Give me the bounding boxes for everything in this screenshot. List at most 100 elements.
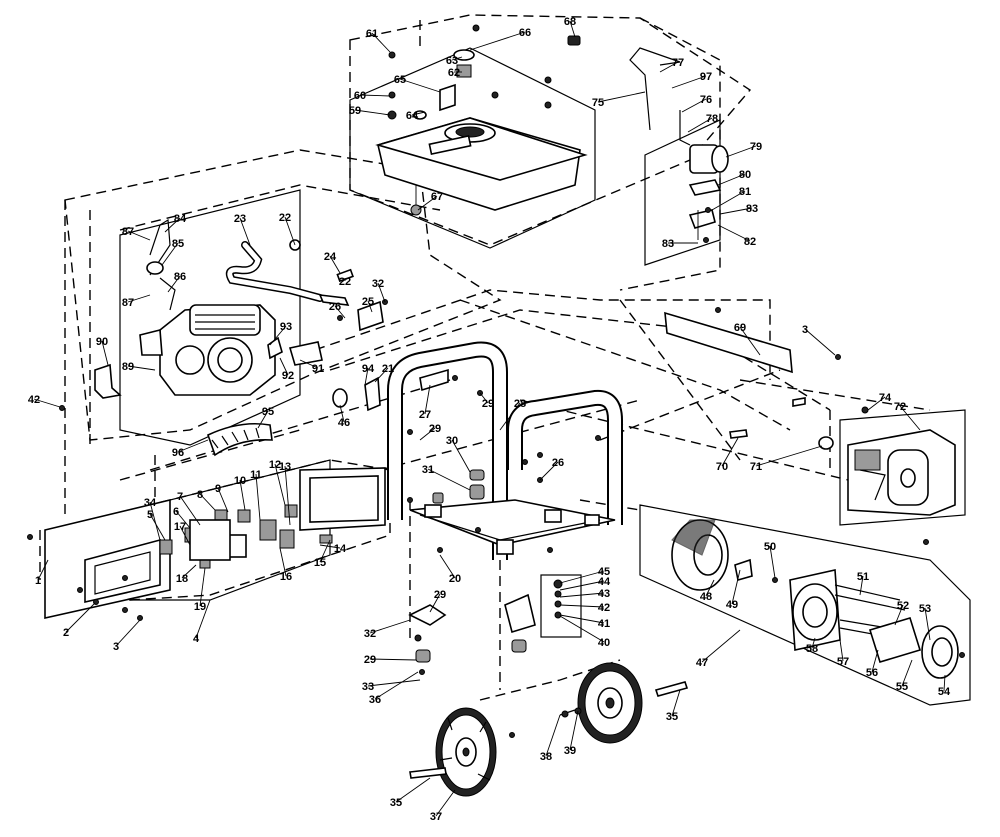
alternator-assembly [671,519,959,679]
callout-leader-line [839,639,844,662]
part-number-label: 34 [144,497,157,509]
part-number-label: 76 [700,94,712,106]
callout-leader-line [367,679,421,687]
callout-leader-line [559,604,605,608]
part-number-label: 53 [919,603,931,615]
muffler-detail-box [839,409,966,526]
callout-leader-line [569,710,579,751]
part-number-label: 89 [122,361,134,373]
callout-leader-line [725,145,757,158]
callout-leader-line [179,525,191,546]
part-number-label: 94 [362,363,375,375]
callout-leader-line [671,689,681,717]
part-number-label: 90 [96,336,108,348]
control-panel [44,467,386,619]
part-number-label: 4 [193,633,200,645]
callout-leader-line [597,91,646,103]
callout-leader-line [569,20,576,38]
part-number-label: 28 [514,398,526,410]
part-number-label: 68 [564,16,576,28]
part-number-label: 78 [706,113,718,125]
part-number-label: 91 [312,363,324,375]
callout-leader-line [559,592,605,598]
part-number-label: 22 [279,212,291,224]
part-number-label: 57 [837,656,849,668]
callout-leader-line [371,32,391,53]
part-number-label: 37 [430,811,442,823]
part-number-label: 46 [338,417,350,429]
callout-leader-line [755,445,823,467]
part-number-label: 29 [364,654,376,666]
callout-leader-line [705,579,715,597]
part-number-label: 30 [446,435,458,447]
callout-leader-line [559,570,605,584]
callout-leader-line [299,359,319,369]
callout-leader-line [354,109,391,116]
part-number-label: 55 [896,681,908,693]
part-number-label: 75 [592,97,604,109]
part-number-label: 35 [390,797,402,809]
part-number-label: 35 [666,711,678,723]
callout-leader-line [399,78,441,93]
part-number-label: 32 [372,278,384,290]
callout-leader-line [899,405,921,431]
part-number-label: 65 [394,74,406,86]
callout-leader-line [149,501,161,541]
part-number-label: 70 [716,461,728,473]
part-number-label: 25 [362,296,374,308]
callout-leader-line [364,367,369,386]
engine-block [139,304,276,396]
callout-leader-line [127,294,151,303]
part-number-label: 19 [194,601,206,613]
support-rail [664,311,793,374]
part-number-label: 38 [540,751,552,763]
alternator-detail-box [639,504,971,706]
wheel-left [435,707,497,797]
callout-leader-line [199,493,216,511]
callout-leader-line [179,495,201,526]
part-number-label: 39 [564,745,576,757]
callout-leader-line [149,513,166,541]
callout-leader-line [329,255,341,274]
part-number-label: 21 [382,363,394,375]
support-bracket [408,604,447,626]
callout-leader-line [65,602,96,633]
part-number-label: 42 [28,394,40,406]
callout-leader-line [469,31,526,51]
callout-leader-line [374,367,389,383]
callout-leader-line [319,544,341,549]
callout-leader-line [717,173,746,186]
callout-leader-line [239,217,251,246]
callout-leader-line [871,649,879,673]
part-number-label: 5 [147,509,153,521]
part-number-label: 82 [744,236,756,248]
callout-leader-line [161,242,179,266]
callout-leader-line [671,75,707,89]
part-number-label: 80 [739,169,751,181]
callout-leader-line [374,671,419,700]
part-number-label: 26 [552,457,564,469]
part-number-label: 29 [482,398,494,410]
part-number-label: 61 [366,28,378,40]
callout-leader-line [284,465,291,526]
callout-leader-line [769,545,776,579]
part-number-label: 92 [282,370,294,382]
callout-leader-line [424,384,431,415]
part-number-label: 31 [422,464,434,476]
part-number-label: 1 [35,575,41,587]
callout-leader-line [367,300,373,313]
tube-frame [387,341,623,560]
callout-leader-line [559,580,605,591]
muffler-assembly [847,429,956,516]
callout-leader-line [545,714,561,757]
part-number-label: 16 [280,571,292,583]
callout-leader-line [175,510,191,529]
part-number-label: 59 [349,105,361,117]
callout-leader-line [427,468,471,491]
part-number-label: 74 [879,392,892,404]
fuel-tank-detail-box [349,47,596,249]
callout-leader-line [274,463,286,506]
part-number-label: 85 [172,238,184,250]
heat-shield [94,363,122,399]
